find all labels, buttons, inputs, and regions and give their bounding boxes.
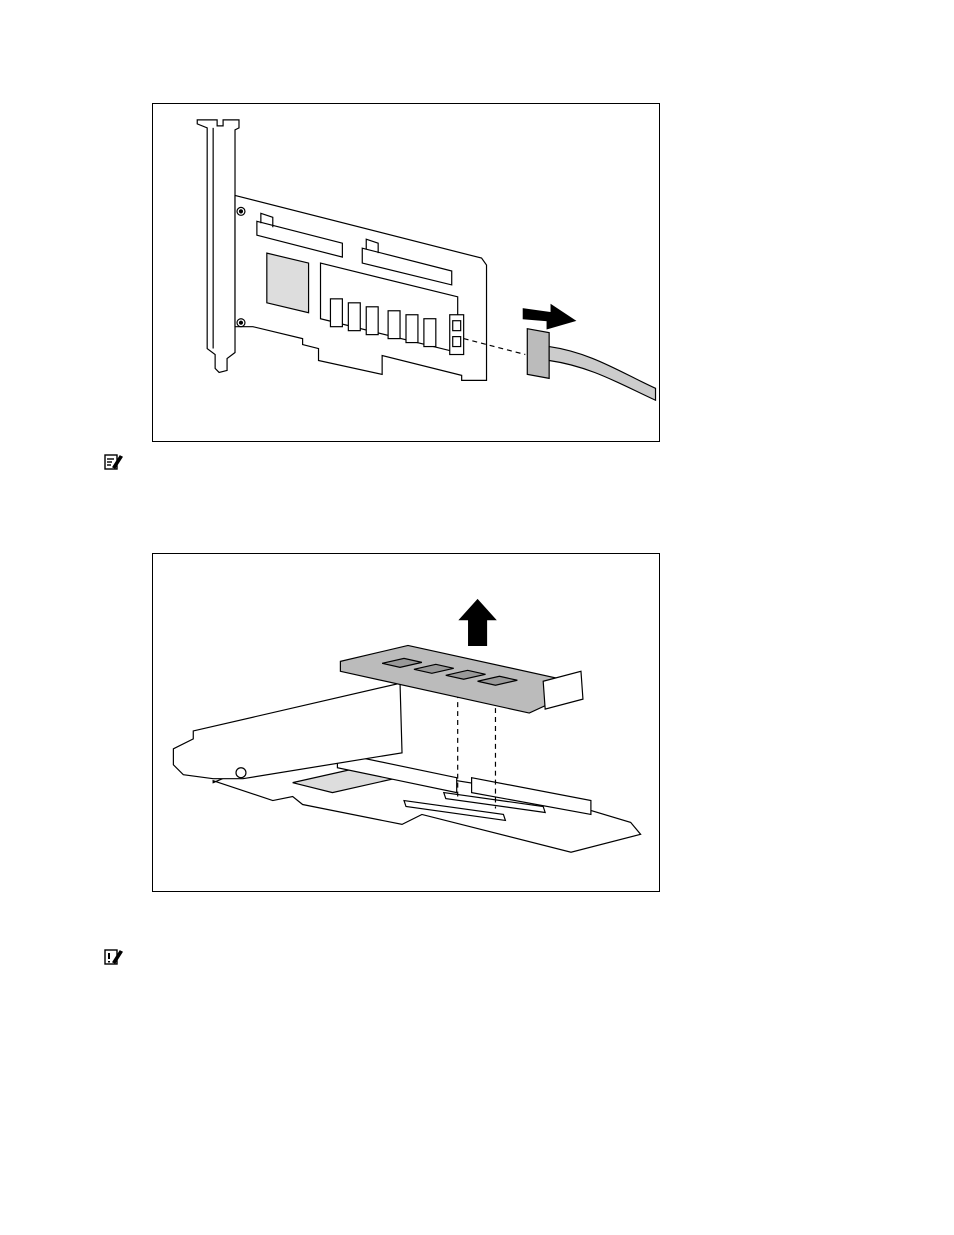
- figure-cable-disconnect: [152, 103, 660, 442]
- important-icon: [103, 947, 123, 967]
- cable-connector: [527, 329, 655, 401]
- figure-memory-removal: [152, 553, 660, 892]
- pci-bracket: [197, 120, 239, 373]
- controller-board: [235, 195, 487, 380]
- pull-arrow-icon: [523, 305, 575, 329]
- controller-cable-illustration: [153, 104, 659, 441]
- memory-module-illustration: [153, 554, 659, 891]
- note-icon: [103, 452, 123, 472]
- lift-arrow-icon: [460, 600, 496, 646]
